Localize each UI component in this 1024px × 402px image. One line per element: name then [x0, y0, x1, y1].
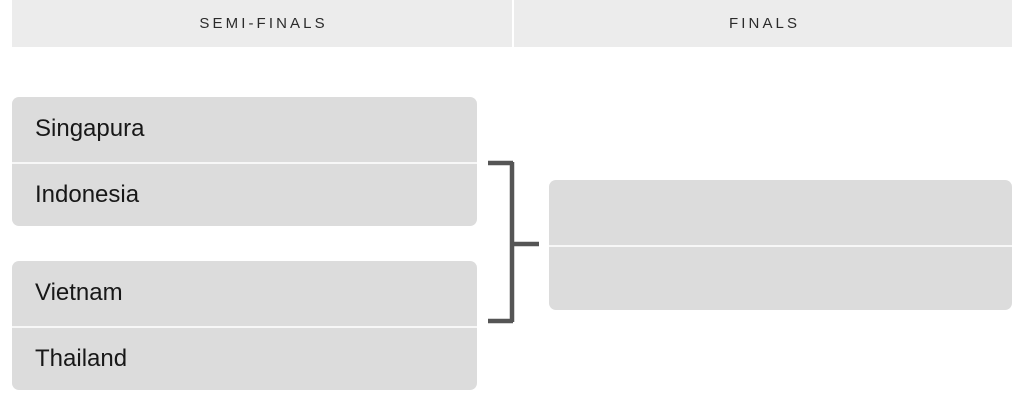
- team-slot-finalist-1[interactable]: [549, 180, 1012, 245]
- round-header-band: SEMI-FINALS FINALS: [12, 0, 1012, 47]
- match-card-semi-final-1[interactable]: Singapura Indonesia: [12, 97, 477, 226]
- team-slot-indonesia[interactable]: Indonesia: [12, 161, 477, 227]
- team-slot-thailand[interactable]: Thailand: [12, 325, 477, 391]
- team-slot-vietnam[interactable]: Vietnam: [35, 279, 123, 307]
- team-slot-finalist-2[interactable]: [549, 245, 1012, 310]
- round-header-finals: FINALS: [512, 0, 1012, 47]
- bracket-connector-icon: [487, 160, 547, 324]
- round-header-semi-finals: SEMI-FINALS: [199, 15, 328, 32]
- match-card-semi-final-2[interactable]: Vietnam Thailand: [12, 261, 477, 390]
- match-card-final[interactable]: [549, 180, 1012, 310]
- team-slot-singapura[interactable]: Singapura: [35, 115, 145, 143]
